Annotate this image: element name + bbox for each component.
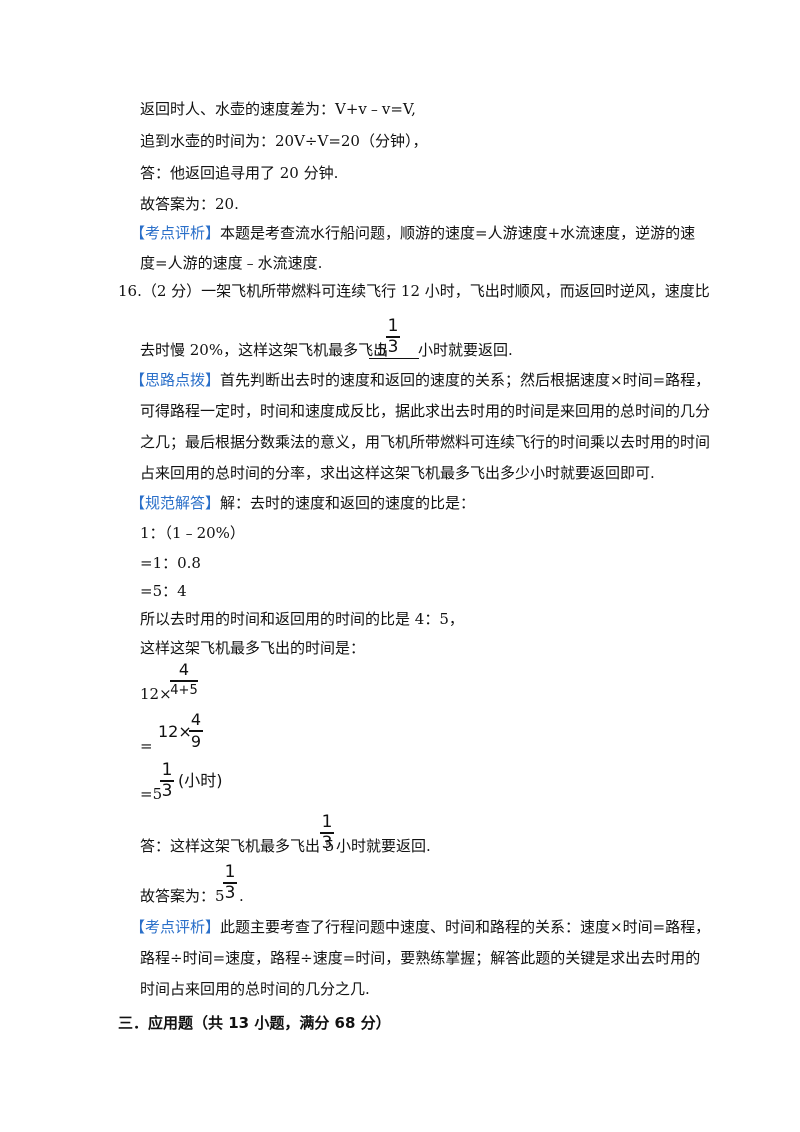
text-line: 可得路程一定时，时间和速度成反比，据此求出去时用的时间是来回用的总时间的几分: [140, 402, 711, 420]
text-line: 【思路点拨】首先判断出去时的速度和返回的速度的关系；然后根据速度×时间=路程，: [130, 370, 710, 390]
text-line: =5：4: [140, 582, 187, 600]
text-line: =1：0.8: [140, 554, 201, 572]
fraction: 1 3: [223, 862, 237, 903]
text-line: 故答案为：20.: [140, 195, 239, 213]
calc-text: 12×: [158, 722, 192, 741]
text-line: 1：（1﹣20%）: [140, 524, 245, 542]
text-line: 这样这架飞机最多飞出的时间是：: [140, 639, 366, 657]
text-line: 【考点评析】此题主要考查了行程问题中速度、时间和路程的关系：速度×时间=路程，: [130, 917, 710, 937]
answer-prefix: 答：这样这架飞机最多飞出 5: [140, 837, 335, 855]
final-answer-prefix: 故答案为：5: [140, 887, 225, 905]
analysis-tag: 【考点评析】: [130, 224, 221, 242]
fraction: 4 4+5: [170, 660, 198, 698]
text-line: 所以去时用的时间和返回用的时间的比是 4：5，: [140, 610, 464, 628]
analysis-text: 本题是考查流水行船问题，顺游的速度=人游速度+水流速度，逆游的速: [220, 224, 696, 242]
text-line: 度=人游的速度﹣水流速度.: [140, 254, 323, 272]
fraction: 1 3: [160, 760, 174, 801]
text-line: 【考点评析】本题是考查流水行船问题，顺游的速度=人游速度+水流速度，逆游的速: [130, 223, 695, 243]
final-answer-suffix: .: [239, 887, 244, 905]
calc-text: 12×: [140, 685, 172, 703]
unit-text: (小时): [178, 771, 223, 790]
text-line: 答：他返回追寻用了 20 分钟.: [140, 164, 339, 182]
solution-text: 解：去时的速度和返回的速度的比是：: [220, 494, 476, 512]
text-line: 时间占来回用的总时间的几分之几.: [140, 980, 370, 998]
solution-tag: 【规范解答】: [130, 494, 221, 512]
calc-text: =5: [140, 785, 163, 803]
fraction: 1 3: [320, 812, 334, 853]
calc-text: =: [140, 737, 153, 755]
text-line: 【规范解答】解：去时的速度和返回的速度的比是：: [130, 493, 475, 513]
fraction: 4 9: [189, 710, 203, 751]
text-line: 返回时人、水壶的速度差为：V+v﹣v=V,: [140, 100, 416, 118]
hint-text: 首先判断出去时的速度和返回的速度的关系；然后根据速度×时间=路程，: [220, 371, 711, 389]
analysis-tag: 【考点评析】: [130, 918, 221, 936]
hint-tag: 【思路点拨】: [130, 371, 221, 389]
blank-line-suffix: 小时就要返回.: [418, 341, 513, 359]
answer-fraction: 1 3: [386, 316, 400, 357]
question-16: 16.（2 分）一架飞机所带燃料可连续飞行 12 小时，飞出时顺风，而返回时逆风…: [118, 282, 710, 300]
answer-suffix: 小时就要返回.: [336, 837, 431, 855]
text-line: 占来回用的总时间的分率，求出这样这架飞机最多飞出多少小时就要返回即可.: [140, 464, 655, 482]
blank-line-prefix: 去时慢 20%，这样这架飞机最多飞出: [140, 341, 389, 359]
text-line: 路程÷时间=速度，路程÷速度=时间，要熟练掌握；解答此题的关键是求出去时用的: [140, 949, 701, 967]
section-heading: 三．应用题（共 13 小题，满分 68 分）: [118, 1014, 391, 1032]
text-line: 追到水壶的时间为：20V÷V=20（分钟），: [140, 132, 428, 150]
text-line: 之几；最后根据分数乘法的意义，用飞机所带燃料可连续飞行的时间乘以去时用的时间: [140, 433, 711, 451]
answer-blank: [369, 340, 419, 359]
answer-whole: 5: [377, 341, 387, 359]
analysis-text: 此题主要考查了行程问题中速度、时间和路程的关系：速度×时间=路程，: [220, 918, 711, 936]
